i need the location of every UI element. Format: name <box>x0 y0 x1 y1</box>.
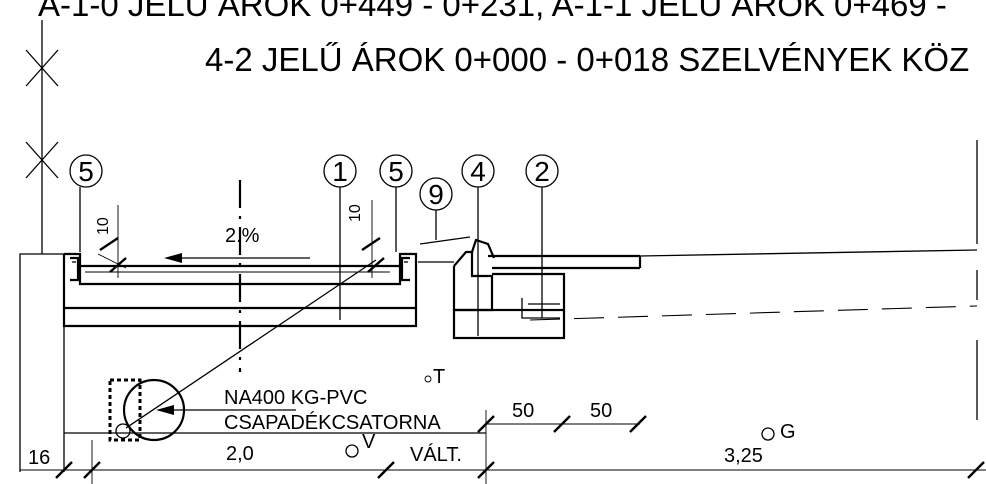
dimension-lines <box>20 410 986 484</box>
dim-16: 16 <box>28 447 50 469</box>
dim-50-b: 50 <box>590 400 612 422</box>
thickness-label-right: 10 <box>347 204 364 222</box>
svg-text:V: V <box>362 431 376 453</box>
svg-text:1: 1 <box>332 156 348 187</box>
drainage-pipe <box>108 259 377 442</box>
dim-50-a: 50 <box>512 400 534 422</box>
svg-text:5: 5 <box>78 156 94 187</box>
callout-1: 1 <box>323 154 357 320</box>
callout-5-right: 5 <box>379 154 413 252</box>
callout-9: 9 <box>419 177 453 240</box>
road-structure <box>418 236 978 340</box>
thickness-dim-left <box>97 205 127 278</box>
svg-text:T: T <box>433 366 445 388</box>
left-reference-line <box>25 20 59 254</box>
title-line-2: 4-2 JELŰ ÁROK 0+000 - 0+018 SZELVÉNYEK K… <box>205 41 969 78</box>
slope-label: 2.% <box>225 225 260 247</box>
pipe-label-line-2: CSAPADÉKCSATORNA <box>224 411 441 434</box>
callout-5-left: 5 <box>69 154 103 252</box>
marker-v: V <box>345 431 376 458</box>
svg-text:2: 2 <box>534 156 550 187</box>
dim-2-0: 2,0 <box>226 443 254 465</box>
callout-2: 2 <box>525 154 559 318</box>
marker-t: T <box>424 366 445 388</box>
slope-arrow <box>164 253 310 263</box>
title-line-1: A-1-0 JELŰ ÁROK 0+449 - 0+231, A-1-1 JEL… <box>38 0 947 23</box>
thickness-label-left: 10 <box>95 217 112 235</box>
valt-label: VÁLT. <box>410 443 462 466</box>
dim-3-25: 3,25 <box>724 445 763 467</box>
callout-4: 4 <box>461 154 495 336</box>
marker-g: G <box>761 421 796 443</box>
thickness-dim-right <box>361 200 385 278</box>
svg-text:4: 4 <box>470 156 486 187</box>
svg-text:G: G <box>780 421 796 443</box>
pipe-label-line-1: NA400 KG-PVC <box>224 387 367 409</box>
svg-text:9: 9 <box>428 179 444 210</box>
svg-text:5: 5 <box>388 156 404 187</box>
